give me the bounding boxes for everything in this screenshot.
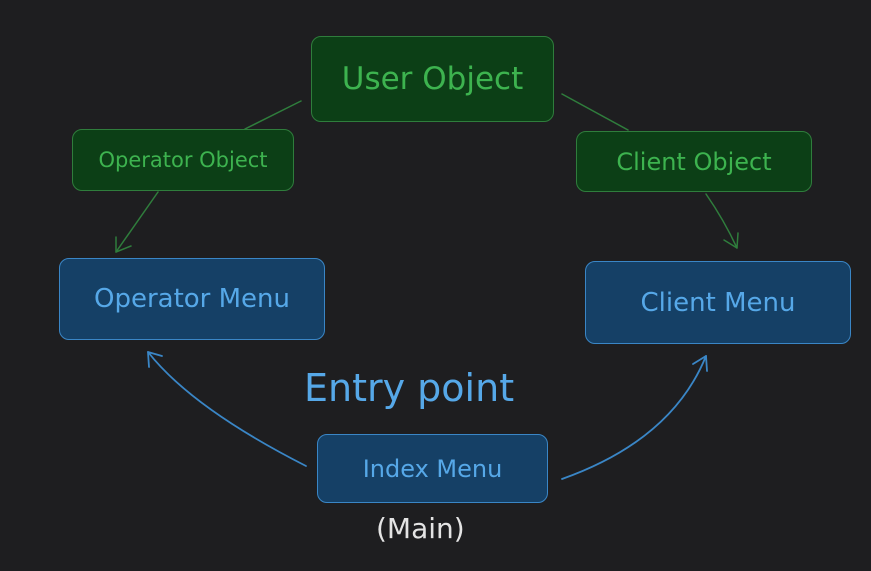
edge-index-to-client-menu — [561, 355, 707, 480]
client-object-node[interactable]: Client Object — [576, 131, 812, 192]
client-object-label: Client Object — [616, 147, 772, 176]
index-menu-node[interactable]: Index Menu — [317, 434, 548, 503]
arrowhead-operator-menu — [115, 236, 132, 253]
operator-menu-node[interactable]: Operator Menu — [59, 258, 325, 340]
edge-operator-object-to-operator-menu — [115, 191, 159, 253]
edge-user-to-client-object — [561, 93, 629, 131]
main-annotation: (Main) — [376, 512, 465, 545]
entry-point-annotation: Entry point — [304, 366, 515, 410]
edge-client-object-to-client-menu — [705, 193, 738, 249]
edge-index-to-operator-menu — [147, 351, 307, 467]
operator-object-label: Operator Object — [98, 148, 268, 172]
client-menu-label: Client Menu — [640, 287, 796, 318]
operator-menu-label: Operator Menu — [93, 284, 291, 314]
arrowhead-index-client — [692, 355, 708, 372]
user-object-node[interactable]: User Object — [311, 36, 554, 122]
user-object-label: User Object — [341, 61, 524, 97]
operator-object-node[interactable]: Operator Object — [72, 129, 294, 191]
client-menu-node[interactable]: Client Menu — [585, 261, 851, 344]
arrowhead-index-operator — [147, 351, 163, 368]
arrowhead-client-menu — [723, 232, 739, 249]
index-menu-label: Index Menu — [362, 454, 503, 483]
edge-user-to-operator-object — [244, 100, 302, 130]
